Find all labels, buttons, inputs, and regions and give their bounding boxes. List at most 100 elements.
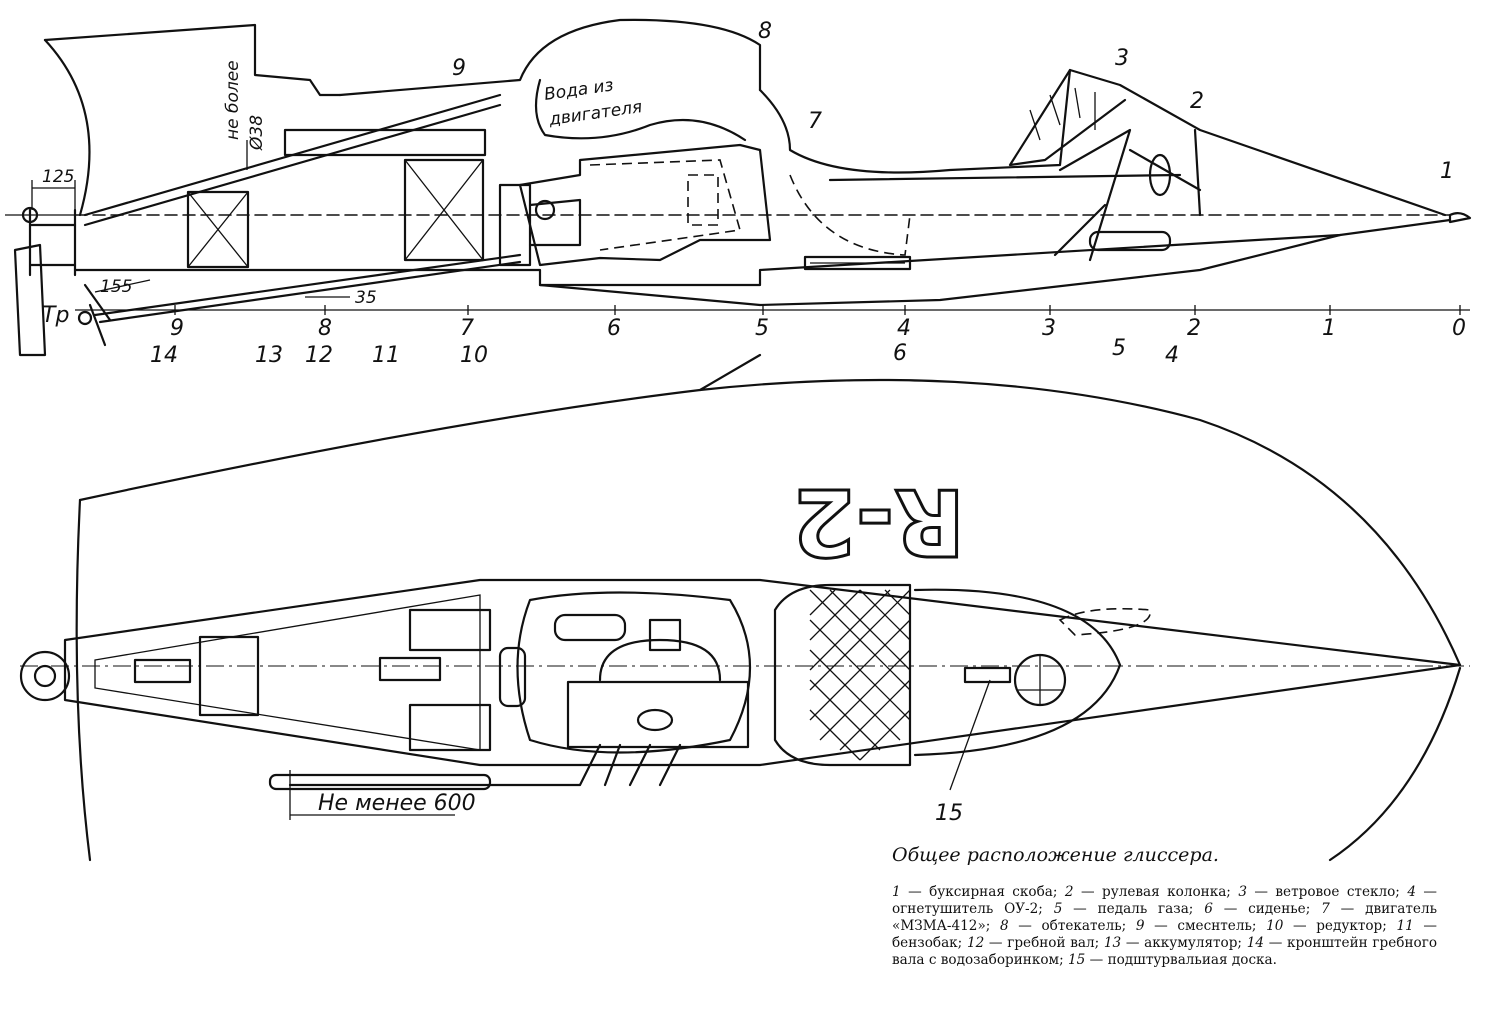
fuel-tank-cross	[404, 159, 484, 261]
legend-number: 4	[1407, 884, 1416, 900]
legend-text: — редуктор;	[1283, 918, 1397, 934]
legend-number: 6	[1204, 901, 1213, 917]
rudder-pivot-inner	[33, 664, 57, 688]
stern-frame	[94, 594, 481, 751]
hull-wing-top	[78, 353, 762, 502]
station-0: 0	[1452, 316, 1466, 341]
station-ticks	[174, 305, 1461, 315]
legend-item: 10 — редуктор;	[1266, 918, 1396, 934]
registration-mark: R-2	[792, 468, 965, 575]
dim-tr: Тр	[42, 303, 69, 328]
hull-wing-bow-top	[698, 378, 1462, 667]
dim-125: 125	[42, 167, 74, 187]
note-dia: Ø38	[247, 115, 267, 151]
fuel-tank	[403, 158, 485, 262]
legend-item: 2 — рулевая колонка;	[1065, 884, 1238, 900]
windscreen-hatch	[1029, 87, 1096, 141]
callout-7: 7	[808, 109, 822, 134]
deck-outline	[758, 68, 1447, 217]
station-7: 7	[460, 316, 474, 341]
reducer-top	[498, 646, 527, 708]
note-max: не более	[223, 60, 243, 140]
rudder	[13, 243, 47, 357]
legend-number: 1	[892, 884, 901, 900]
station-2: 2	[1187, 316, 1201, 341]
windscreen	[1008, 68, 1127, 167]
legend-item: 4 — огнетушитель ОУ-2;	[892, 884, 1437, 917]
legend-item: 3 — ветровое стекло;	[1238, 884, 1407, 900]
legend-item: 11 — бензобак;	[892, 918, 1437, 951]
station-8: 8	[318, 316, 332, 341]
legend-text: — гребной вал;	[984, 935, 1104, 951]
cockpit-top	[913, 588, 1122, 757]
hull-keel	[538, 233, 1342, 307]
legend-item: 1 — буксирная скоба;	[892, 884, 1065, 900]
legend-number: 12	[966, 935, 985, 951]
cockpit-dashed	[789, 174, 911, 256]
legend-text: — бензобак;	[892, 918, 1437, 951]
legend-number: 10	[1266, 918, 1284, 934]
legend-text: — огнетушитель ОУ-2;	[892, 884, 1437, 917]
legend-text: — двигатель «МЗМА-412»;	[892, 901, 1437, 934]
engine-block-top	[566, 680, 750, 749]
fairing-inner	[534, 78, 747, 142]
legend-text: — смеснтель;	[1144, 918, 1267, 934]
engine-filter-top	[553, 613, 627, 642]
engine-cowl	[516, 591, 751, 754]
side-view: 1 2 3 4 5 6 7 8 9 10 11 12 13 14 0 1 2 3…	[5, 18, 1472, 368]
tail-fin-outline	[43, 23, 342, 97]
seat	[803, 255, 912, 271]
legend-text: — буксирная скоба;	[900, 884, 1065, 900]
engine-block	[518, 143, 772, 267]
hull-bottom	[73, 218, 1452, 287]
dash-board-top	[963, 666, 1012, 684]
legend-number: 5	[1053, 901, 1063, 917]
steering-column	[1128, 148, 1202, 192]
callout-15: 15	[935, 801, 963, 826]
rudder-stock	[28, 208, 77, 277]
station-9: 9	[170, 316, 184, 341]
bow-tip	[1448, 211, 1472, 224]
legend-item: 8 — обтекатель;	[1000, 918, 1136, 934]
station-4: 4	[897, 316, 911, 341]
legend-number: 3	[1238, 884, 1247, 900]
engine-dashed	[589, 159, 742, 251]
callout-12: 12	[305, 343, 333, 368]
legend-number: 15	[1068, 952, 1086, 968]
legend-number: 8	[999, 918, 1009, 934]
tank-top-2	[408, 703, 492, 752]
callout-2: 2	[1190, 89, 1204, 114]
legend-item: 15 — подштурвальиая доска.	[1068, 952, 1277, 968]
legend-text: — сиденье;	[1212, 901, 1322, 917]
note-water-1: Вода из	[543, 75, 615, 105]
seat-quilt	[809, 589, 911, 761]
callout-14: 14	[150, 343, 178, 368]
legend-number: 11	[1396, 918, 1414, 934]
legend-item: 5 — педаль газа;	[1054, 901, 1205, 917]
dim-min: Не менее 600	[318, 791, 476, 816]
propeller-shaft-2	[98, 260, 522, 324]
steering-spokes	[1018, 655, 1062, 705]
callout-4: 4	[1165, 343, 1179, 368]
station-3: 3	[1042, 316, 1056, 341]
legend-number: 14	[1246, 935, 1265, 951]
dim-155-line	[94, 279, 151, 293]
callout-1: 1	[1440, 159, 1454, 184]
extinguisher-top-dashed	[1058, 608, 1151, 636]
legend-number: 7	[1321, 901, 1330, 917]
callout-8: 8	[758, 19, 772, 44]
dim-155: 155	[100, 277, 132, 297]
dim-min-line	[289, 770, 455, 820]
legend-number: 9	[1135, 918, 1145, 934]
hull-inner	[63, 578, 1462, 767]
battery	[186, 190, 250, 269]
gearbox	[498, 183, 532, 267]
tail-fin-curve	[43, 38, 91, 217]
legend-item: 7 — двигатель «МЗМА-412»;	[892, 901, 1437, 934]
callout-5: 5	[1112, 336, 1126, 361]
figure-caption: Общее расположение глиссера.	[892, 844, 1219, 866]
legend-item: 9 — смеснтель;	[1136, 918, 1266, 934]
legend-text: — педаль газа;	[1062, 901, 1205, 917]
engine-cap	[636, 708, 674, 732]
mixer-pipe-2	[83, 103, 502, 227]
